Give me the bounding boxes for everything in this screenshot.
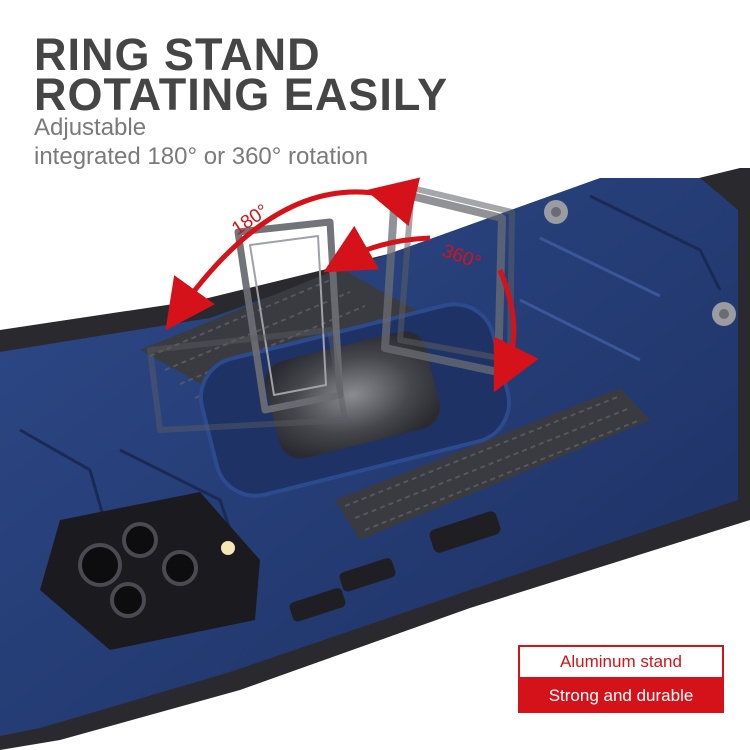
arrow-180-icon xyxy=(165,177,421,331)
subheadline-line-2: integrated 180° or 360° rotation xyxy=(34,143,369,170)
rotation-arrows xyxy=(165,177,539,393)
feature-badge-aluminum-stand: Aluminum stand xyxy=(518,645,724,679)
headline-line-2: ROTATING EASILY xyxy=(34,69,449,120)
camera-lens-icon xyxy=(122,522,158,558)
arrow-360-icon xyxy=(323,225,431,273)
feature-badge-strong-durable: Strong and durable xyxy=(518,679,724,713)
headline-line-1: RING STAND xyxy=(34,29,321,80)
camera-module xyxy=(40,492,260,650)
camera-lens-icon xyxy=(110,582,146,618)
flash-icon xyxy=(221,541,235,555)
camera-lens-icon xyxy=(162,550,198,586)
subheadline-line-1: Adjustable xyxy=(34,114,147,141)
side-buttons xyxy=(289,511,501,622)
camera-lens-icon xyxy=(78,543,122,587)
